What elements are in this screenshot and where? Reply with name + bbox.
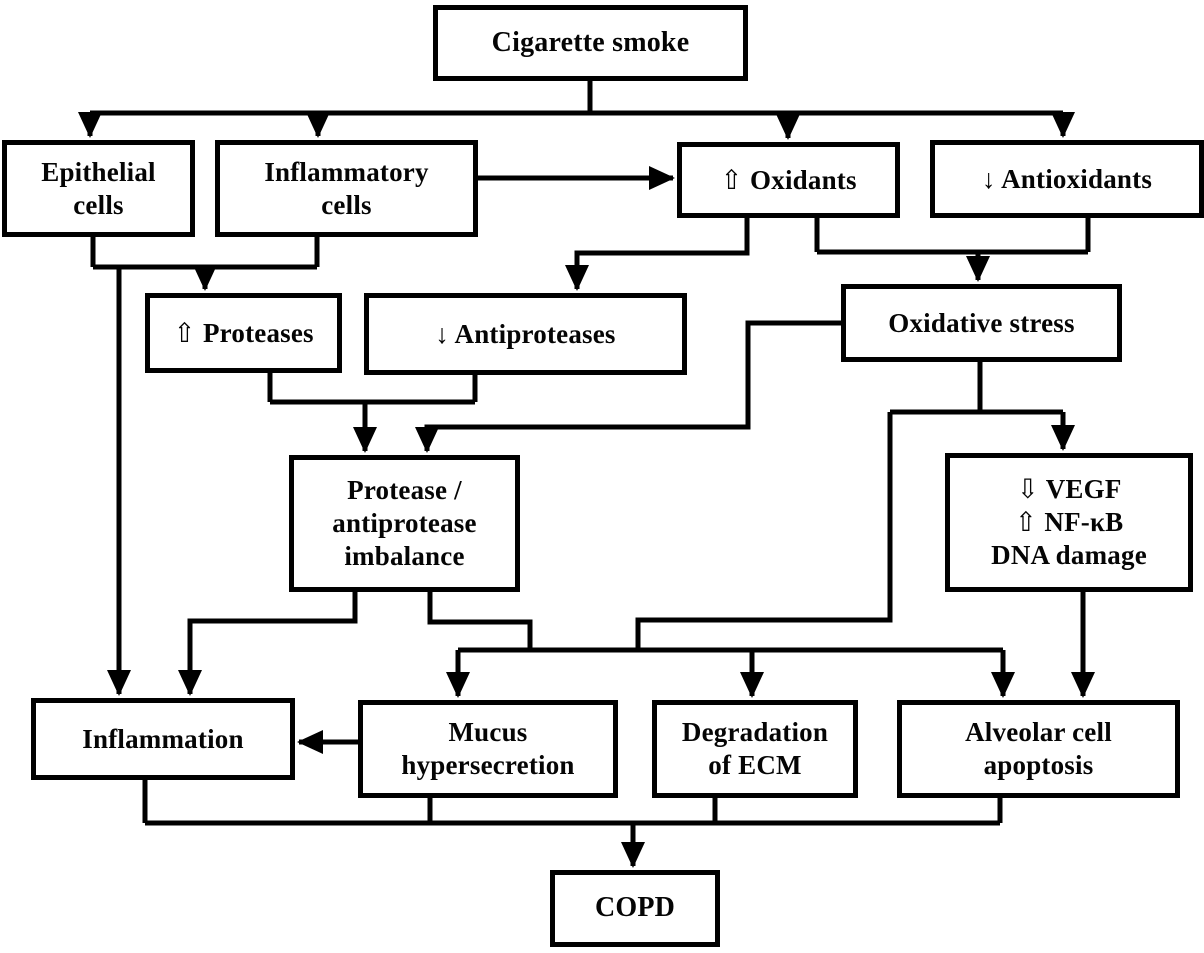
edge-oxidants-to-antiproteases	[565, 218, 750, 291]
node-copd: COPD	[550, 870, 720, 947]
node-inflammation: Inflammation	[31, 698, 295, 780]
edge-oxidative-stress-to-protease-antiprotease-imbalance	[415, 320, 841, 453]
node-oxidative-stress: Oxidative stress	[841, 284, 1122, 362]
node-protease-antiprotease-imbalance: Protease / antiprotease imbalance	[289, 455, 520, 592]
node-inflammatory-cells: Inflammatory cells	[215, 140, 478, 237]
node-vegf-nfkb-dna-damage: ⇩ VEGF ⇧ NF-κB DNA damage	[945, 453, 1193, 592]
node-proteases: ⇧ Proteases	[145, 293, 342, 373]
edge-protease-antiprotease-imbalance-to-row5-bus	[427, 592, 533, 650]
node-antioxidants: ↓ Antioxidants	[930, 140, 1204, 218]
node-epithelial-cells: Epithelial cells	[2, 140, 195, 237]
node-mucus-hypersecretion: Mucus hypersecretion	[358, 700, 618, 798]
node-oxidants: ⇧ Oxidants	[677, 142, 900, 218]
node-antiproteases: ↓ Antiproteases	[364, 293, 687, 375]
edge-vegf-split-to-row5-bus	[635, 412, 893, 650]
node-alveolar-cell-apoptosis: Alveolar cell apoptosis	[897, 700, 1180, 798]
node-degradation-of-ecm: Degradation of ECM	[652, 700, 858, 798]
edge-protease-antiprotease-imbalance-to-inflammation	[178, 592, 358, 696]
node-cigarette-smoke: Cigarette smoke	[433, 5, 748, 81]
